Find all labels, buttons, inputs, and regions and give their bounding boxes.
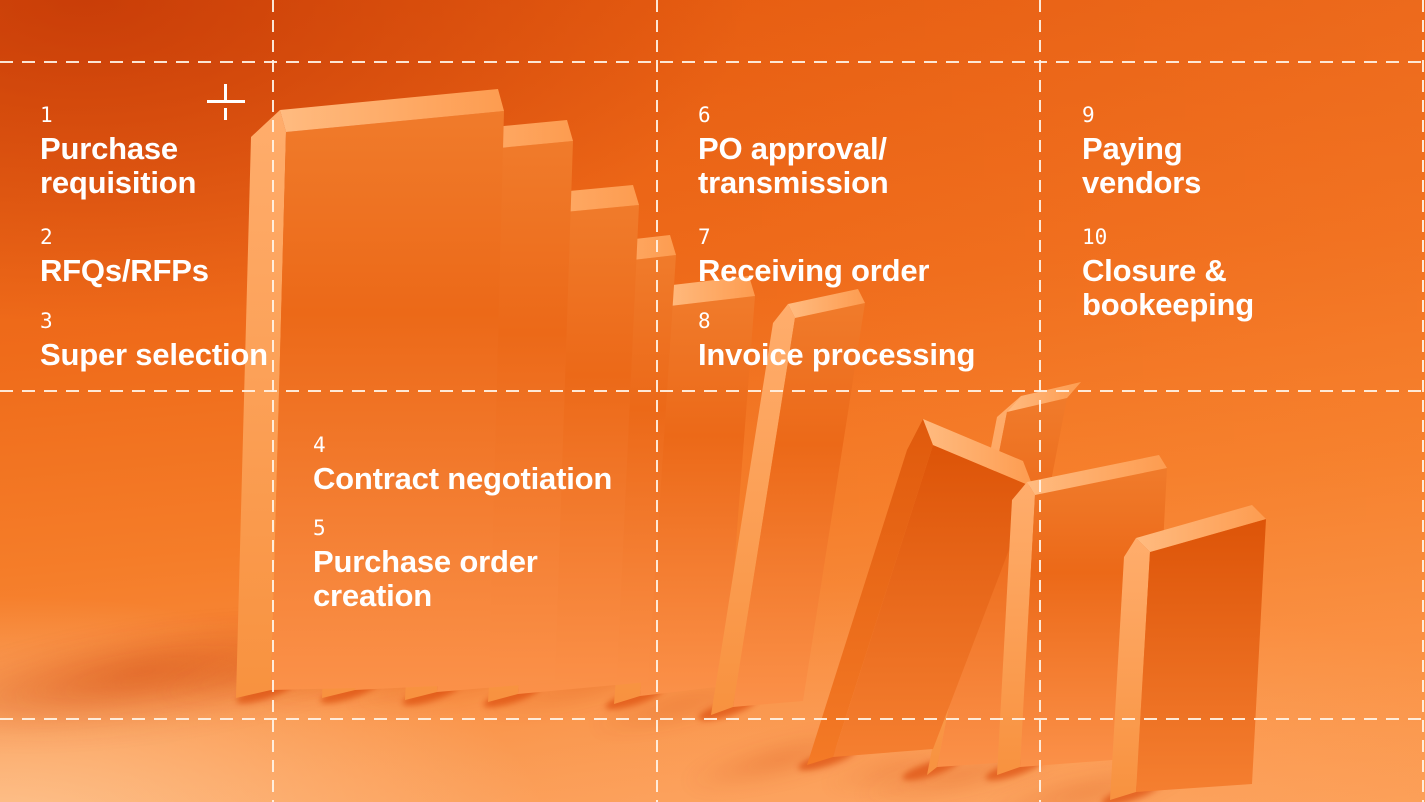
domino-face [1110,538,1150,800]
step-label: RFQs/RFPs [40,253,209,288]
domino-face [923,419,1033,487]
step-label: Invoice processing [698,337,976,372]
step-number: 3 [40,309,53,333]
step-number: 4 [313,433,326,457]
step-number: 10 [1082,225,1108,249]
domino-face [833,445,1033,757]
step-label: Purchase requisition [40,131,197,200]
step-label: Super selection [40,337,268,372]
domino-face [788,289,865,318]
step-label: Closure & bookeeping [1082,253,1254,322]
domino-face [1136,519,1266,792]
step-9: 9 Paying vendors [1082,103,1425,200]
step-label: PO approval/ transmission [698,131,889,200]
step-4: 4 Contract negotiation [313,433,673,496]
step-1: 1 Purchase requisition [40,103,400,200]
domino-face [1007,382,1081,412]
step-number: 7 [698,225,711,249]
domino-face [664,276,755,306]
step-8: 8 Invoice processing [698,309,1058,372]
domino-face [997,482,1035,775]
domino-shadow [821,748,959,792]
domino-face [280,89,504,132]
step-number: 1 [40,103,53,127]
domino-face [640,296,755,696]
step-number: 2 [40,225,53,249]
domino-face [1136,505,1266,552]
domino-face [271,111,504,690]
step-number: 6 [698,103,711,127]
domino-face [711,304,795,715]
step-label: Purchase order creation [313,544,538,613]
step-2: 2 RFQs/RFPs [40,225,400,288]
step-label: Paying vendors [1082,131,1202,200]
step-label: Contract negotiation [313,461,613,496]
domino-face [1027,455,1167,495]
step-number: 8 [698,309,711,333]
step-label: Receiving order [698,253,930,288]
step-10: 10 Closure & bookeeping [1082,225,1425,322]
domino-face [733,303,865,707]
plus-icon [206,82,246,122]
step-7: 7 Receiving order [698,225,1058,288]
step-5: 5 Purchase order creation [313,516,673,613]
step-3: 3 Super selection [40,309,400,372]
step-number: 9 [1082,103,1095,127]
domino-face [807,419,933,765]
step-number: 5 [313,516,326,540]
step-6: 6 PO approval/ transmission [698,103,1058,200]
